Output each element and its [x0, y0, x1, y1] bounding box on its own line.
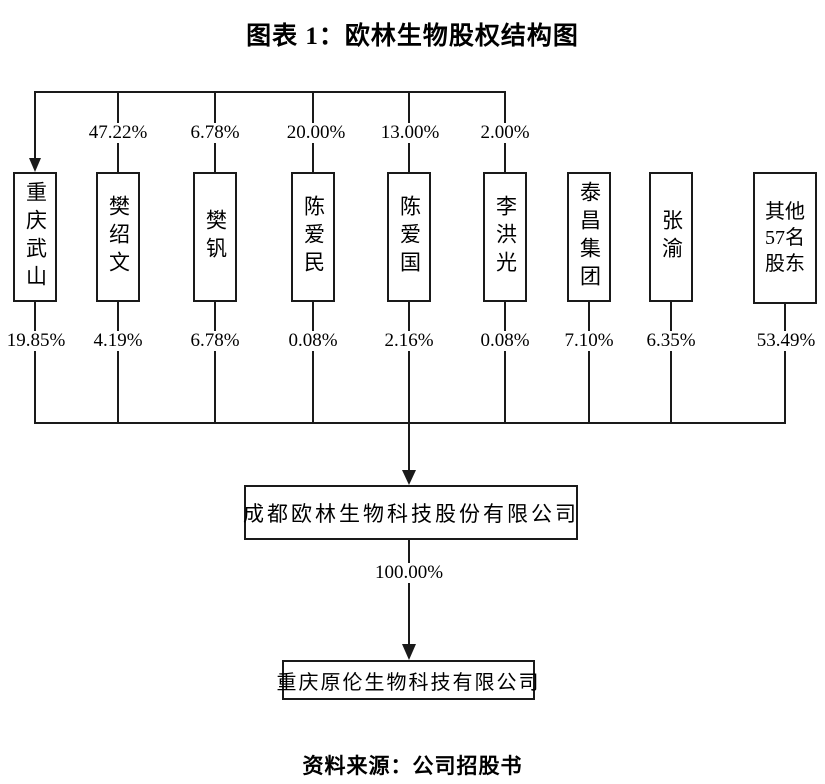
ownership-pct-bottom: 19.85%	[4, 330, 68, 351]
connector-vline	[784, 304, 786, 424]
ownership-pct-bottom: 0.08%	[286, 330, 340, 351]
shareholder-name: 重庆武山	[23, 181, 48, 293]
shareholder-name: 樊绍文	[106, 195, 131, 279]
shareholder-box: 李洪光	[483, 172, 527, 302]
shareholder-box: 张渝	[649, 172, 693, 302]
ownership-pct-top: 47.22%	[86, 122, 150, 143]
shareholder-name: 陈爱民	[301, 195, 326, 279]
shareholder-box: 其他 57名 股东	[753, 172, 817, 304]
ownership-pct-top: 6.78%	[188, 122, 242, 143]
company-box-main: 成都欧林生物科技股份有限公司	[243, 485, 579, 540]
ownership-pct-bottom: 7.10%	[562, 330, 616, 351]
ownership-pct-bottom: 0.08%	[478, 330, 532, 351]
ownership-pct-bottom: 4.19%	[91, 330, 145, 351]
source-note: 资料来源：公司招股书	[302, 754, 523, 778]
connector-vline	[408, 302, 410, 424]
connector-vline	[34, 91, 36, 159]
figure-title: 图表 1：欧林生物股权结构图	[246, 23, 579, 50]
shareholder-name: 樊钒	[203, 209, 228, 265]
connector-vline	[504, 302, 506, 424]
connector-vline	[408, 540, 410, 644]
connector-vline	[117, 302, 119, 424]
shareholder-box: 重庆武山	[13, 172, 57, 302]
connector-vline	[670, 302, 672, 424]
shareholder-box: 泰昌集团	[567, 172, 611, 302]
subsidiary-name: 重庆原伦生物科技有限公司	[276, 671, 541, 694]
arrow-down-icon	[402, 470, 416, 485]
ownership-pct-top: 20.00%	[284, 122, 348, 143]
shareholder-box: 陈爱国	[387, 172, 431, 302]
connector-vline	[214, 302, 216, 424]
ownership-pct-top: 2.00%	[478, 122, 532, 143]
connector-vline	[34, 302, 36, 424]
shareholder-box: 陈爱民	[291, 172, 335, 302]
shareholder-name: 张渝	[659, 209, 684, 265]
bottom-connector-hline	[34, 422, 786, 424]
shareholder-name: 陈爱国	[397, 195, 422, 279]
connector-vline	[408, 424, 410, 470]
shareholder-name: 李洪光	[493, 195, 518, 279]
arrow-down-icon	[29, 158, 41, 172]
company-name: 成都欧林生物科技股份有限公司	[243, 501, 579, 526]
ownership-pct-bottom: 2.16%	[382, 330, 436, 351]
subsidiary-pct: 100.00%	[372, 562, 446, 583]
ownership-pct-bottom: 6.35%	[644, 330, 698, 351]
shareholder-name: 其他 57名 股东	[765, 201, 805, 275]
ownership-pct-bottom: 53.49%	[754, 330, 818, 351]
ownership-pct-top: 13.00%	[378, 122, 442, 143]
top-connector-hline	[34, 91, 506, 93]
ownership-pct-bottom: 6.78%	[188, 330, 242, 351]
company-box-subsidiary: 重庆原伦生物科技有限公司	[277, 660, 539, 700]
connector-vline	[312, 302, 314, 424]
connector-vline	[588, 302, 590, 424]
shareholder-box: 樊绍文	[96, 172, 140, 302]
arrow-down-icon	[402, 644, 416, 660]
shareholder-name: 泰昌集团	[577, 181, 602, 293]
shareholder-box: 樊钒	[193, 172, 237, 302]
